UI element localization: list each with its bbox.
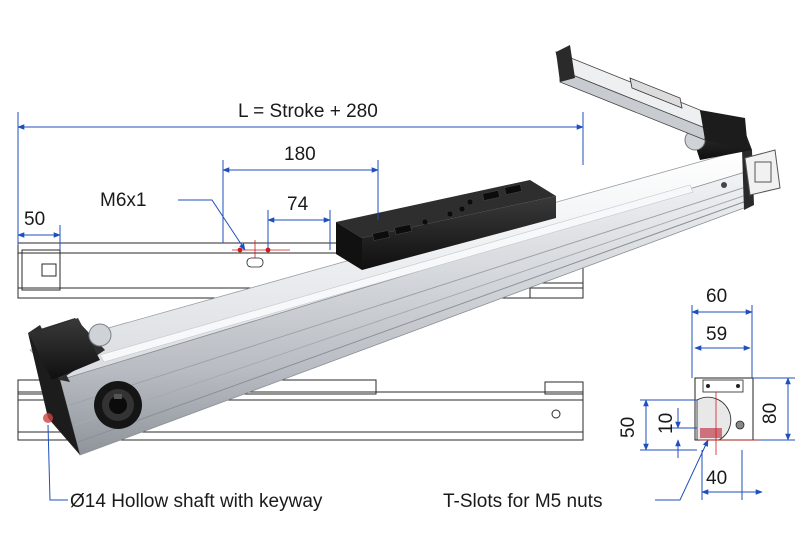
note-hollow-shaft: Ø14 Hollow shaft with keyway	[70, 491, 323, 512]
dim-section-slot-width: 40	[706, 468, 727, 489]
cross-section-view	[694, 377, 754, 441]
secondary-actuator	[555, 45, 748, 150]
dim-end-offset: 50	[24, 209, 45, 230]
actuator-3d	[28, 118, 781, 456]
dimension-lines	[17, 112, 795, 501]
dim-overall-length: L = Stroke + 280	[238, 101, 378, 122]
dim-section-slot-height: 10	[656, 413, 677, 434]
dim-thread: M6x1	[100, 190, 146, 211]
right-bracket	[744, 149, 781, 196]
center-marks	[232, 240, 760, 455]
carriage-top	[336, 180, 556, 238]
left-motor-block	[30, 318, 100, 380]
dim-carriage-length: 180	[284, 144, 316, 165]
m6-hole-icon	[246, 257, 264, 268]
dim-section-width-outer: 60	[706, 286, 727, 307]
carriage-front	[362, 196, 556, 270]
dim-hole-spacing: 74	[287, 194, 309, 215]
dim-section-height: 80	[760, 403, 781, 424]
note-t-slots: T-Slots for M5 nuts	[443, 491, 602, 512]
dim-section-height-lower: 50	[618, 417, 639, 438]
dim-section-width-inner: 59	[706, 324, 727, 345]
